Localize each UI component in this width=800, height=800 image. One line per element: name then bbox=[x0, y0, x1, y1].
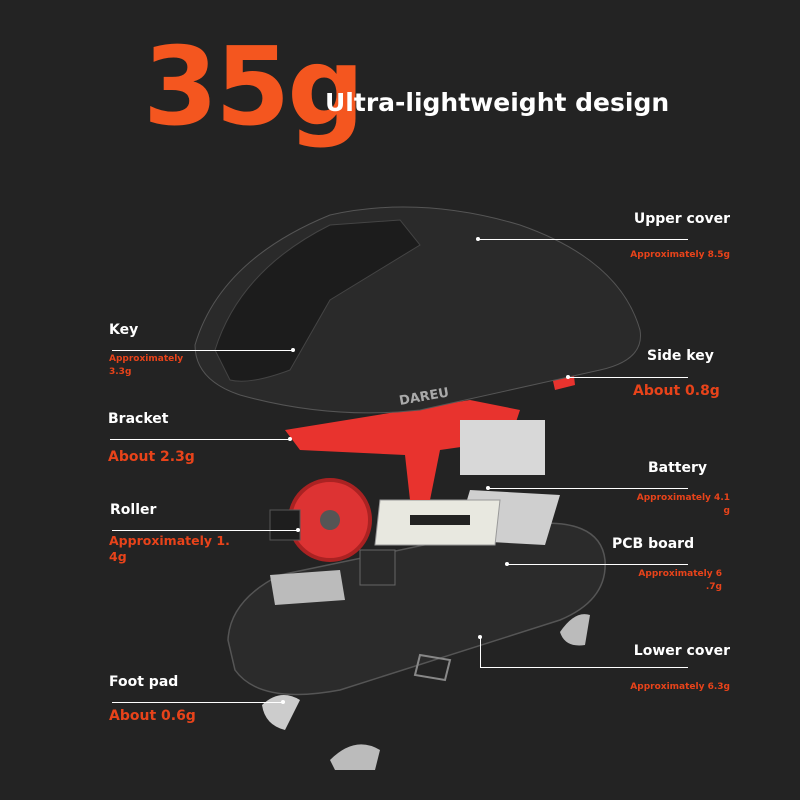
label-foot-pad: Foot pad bbox=[109, 674, 179, 690]
leader-line bbox=[478, 239, 688, 240]
foot-pad bbox=[262, 695, 300, 730]
leader-dot bbox=[476, 237, 480, 241]
weight-battery: Approximately 4.1 g bbox=[637, 492, 730, 518]
key bbox=[214, 219, 421, 382]
tagline: Ultra-lightweight design bbox=[325, 88, 670, 117]
weight-roller-line2: 4g bbox=[109, 549, 127, 564]
weight-foot-pad: About 0.6g bbox=[109, 708, 196, 724]
label-side-key: Side key bbox=[647, 348, 714, 364]
leader-dot bbox=[288, 437, 292, 441]
weight-key-line1: Approximately bbox=[109, 354, 184, 364]
weight-roller: Approximately 1.4g bbox=[109, 533, 230, 565]
label-roller: Roller bbox=[110, 502, 157, 518]
label-lower-cover: Lower cover bbox=[633, 643, 730, 659]
leader-dot bbox=[478, 635, 482, 639]
label-battery: Battery bbox=[648, 460, 708, 476]
leader-dot bbox=[281, 700, 285, 704]
leader-line bbox=[112, 350, 293, 351]
leader-line bbox=[112, 702, 283, 703]
leader-dot bbox=[566, 375, 570, 379]
leader-line bbox=[110, 439, 290, 440]
leader-dot bbox=[296, 528, 300, 532]
weight-lower-cover: Approximately 6.3g bbox=[630, 682, 730, 692]
weight-battery-line1: Approximately 4.1 bbox=[636, 493, 730, 503]
label-upper-cover: Upper cover bbox=[633, 211, 730, 227]
lower-cover bbox=[227, 522, 606, 696]
leader-dot bbox=[486, 486, 490, 490]
leader-dot bbox=[505, 562, 509, 566]
weight-side-key: About 0.8g bbox=[633, 383, 720, 399]
total-weight: 35g bbox=[143, 25, 365, 150]
weight-bracket: About 2.3g bbox=[108, 449, 195, 465]
weight-pcb-board: Approximately 6 .7g bbox=[638, 568, 722, 594]
weight-pcb-line1: Approximately 6 bbox=[638, 569, 722, 579]
weight-battery-line2: g bbox=[723, 506, 730, 516]
leader-line bbox=[488, 488, 688, 489]
label-key: Key bbox=[109, 322, 139, 338]
leader-dot bbox=[291, 348, 295, 352]
leader-line bbox=[480, 637, 481, 667]
leader-line bbox=[568, 377, 688, 378]
weight-upper-cover: Approximately 8.5g bbox=[630, 250, 730, 260]
leader-line bbox=[112, 530, 298, 531]
weight-key-line2: 3.3g bbox=[109, 367, 132, 377]
label-bracket: Bracket bbox=[108, 411, 169, 427]
foot-pad bbox=[560, 614, 590, 646]
weight-roller-line1: Approximately 1. bbox=[109, 533, 230, 548]
leader-line bbox=[507, 564, 688, 565]
weight-key: Approximately 3.3g bbox=[109, 353, 183, 379]
label-pcb-board: PCB board bbox=[612, 536, 695, 552]
weight-pcb-line2: .7g bbox=[705, 582, 722, 592]
leader-line bbox=[480, 667, 688, 668]
foot-pad bbox=[330, 744, 380, 770]
